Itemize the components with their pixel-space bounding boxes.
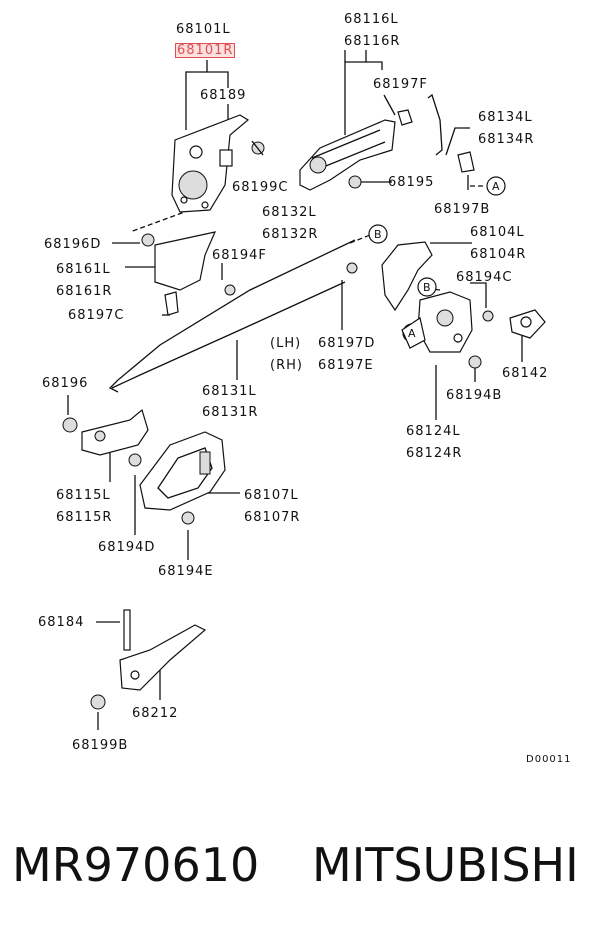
label-68196d: 68196D [44,237,102,252]
door-checker-68212 [119,609,207,691]
clip-68197f [397,109,413,126]
panel-68104 [381,241,433,312]
label-68131r: 68131R [202,405,259,420]
bolt-68199b [90,694,106,710]
label-68161r: 68161R [56,284,113,299]
label-68194d: 68194D [98,540,156,555]
label-68194c: 68194C [456,270,513,285]
screw-68194c [482,310,494,322]
label-68107r: 68107R [244,510,301,525]
label-68104l: 68104L [470,225,525,240]
bracket-68161 [154,231,217,291]
label-68134l: 68134L [478,110,533,125]
clip-68197c [164,291,179,316]
label-68134r: 68134R [478,132,535,147]
clip-68197b [457,151,475,173]
footer: MR970610 MITSUBISHI [0,838,600,908]
brand-name: MITSUBISHI [312,838,579,892]
callout-a1: A [492,180,501,193]
screw-68194d [128,453,142,467]
diagram-code: D00011 [526,754,572,765]
label-68142: 68142 [502,366,549,381]
label-68197b: 68197B [434,202,491,217]
bracket-68101 [171,114,250,213]
label-68195: 68195 [388,175,435,190]
label-68189: 68189 [200,88,247,103]
label-68101r: 68101R [175,43,236,58]
label-68132l: 68132L [262,205,317,220]
label-68212: 68212 [132,706,179,721]
screw-68194e [181,511,195,525]
escutcheon-68107 [139,431,226,511]
screw-68194b [468,355,482,369]
label-68116r: 68116R [344,34,401,49]
nut-68196 [62,417,78,433]
rod-68134 [427,93,443,156]
label-68194e: 68194E [158,564,214,579]
rod-68131 [111,281,346,389]
nut-68195 [348,175,362,189]
inside-handle-68115 [81,408,149,456]
part-number: MR970610 [12,838,260,892]
label-68194b: 68194B [446,388,503,403]
outside-handle-68116 [299,119,396,191]
parts-diagram: 68101L 68101R 68189 68199C 68116L 68116R… [38,12,572,765]
label-68104r: 68104R [470,247,527,262]
label-68124r: 68124R [406,446,463,461]
door-lock-68124 [401,291,473,353]
label-68107l: 68107L [244,488,299,503]
screw-68194f [224,284,236,296]
clip-68197d [346,262,358,274]
screw-68199c [251,140,265,156]
label-68116l: 68116L [344,12,399,27]
label-68197e: 68197E [318,358,374,373]
clip-68189 [219,149,233,167]
callout-b1: B [374,228,383,241]
nut-68196d [141,233,155,247]
label-lh: (LH) [270,336,302,351]
label-68115r: 68115R [56,510,113,525]
label-68184: 68184 [38,615,85,630]
striker-68142 [509,309,546,339]
label-68132r: 68132R [262,227,319,242]
exploded-view-drawing [62,50,546,730]
label-68197d: 68197D [318,336,376,351]
callout-a2: A [408,327,417,340]
label-68196: 68196 [42,376,89,391]
label-68194f: 68194F [212,248,267,263]
label-68124l: 68124L [406,424,461,439]
label-68101l: 68101L [176,22,231,37]
label-rh: (RH) [270,358,303,373]
label-68197f: 68197F [373,77,428,92]
callout-b2: B [423,281,432,294]
label-68199c: 68199C [232,180,289,195]
label-68161l: 68161L [56,262,111,277]
label-68197c: 68197C [68,308,125,323]
rod-68132 [117,239,356,381]
label-68115l: 68115L [56,488,111,503]
label-68131l: 68131L [202,384,257,399]
label-68199b: 68199B [72,738,129,753]
